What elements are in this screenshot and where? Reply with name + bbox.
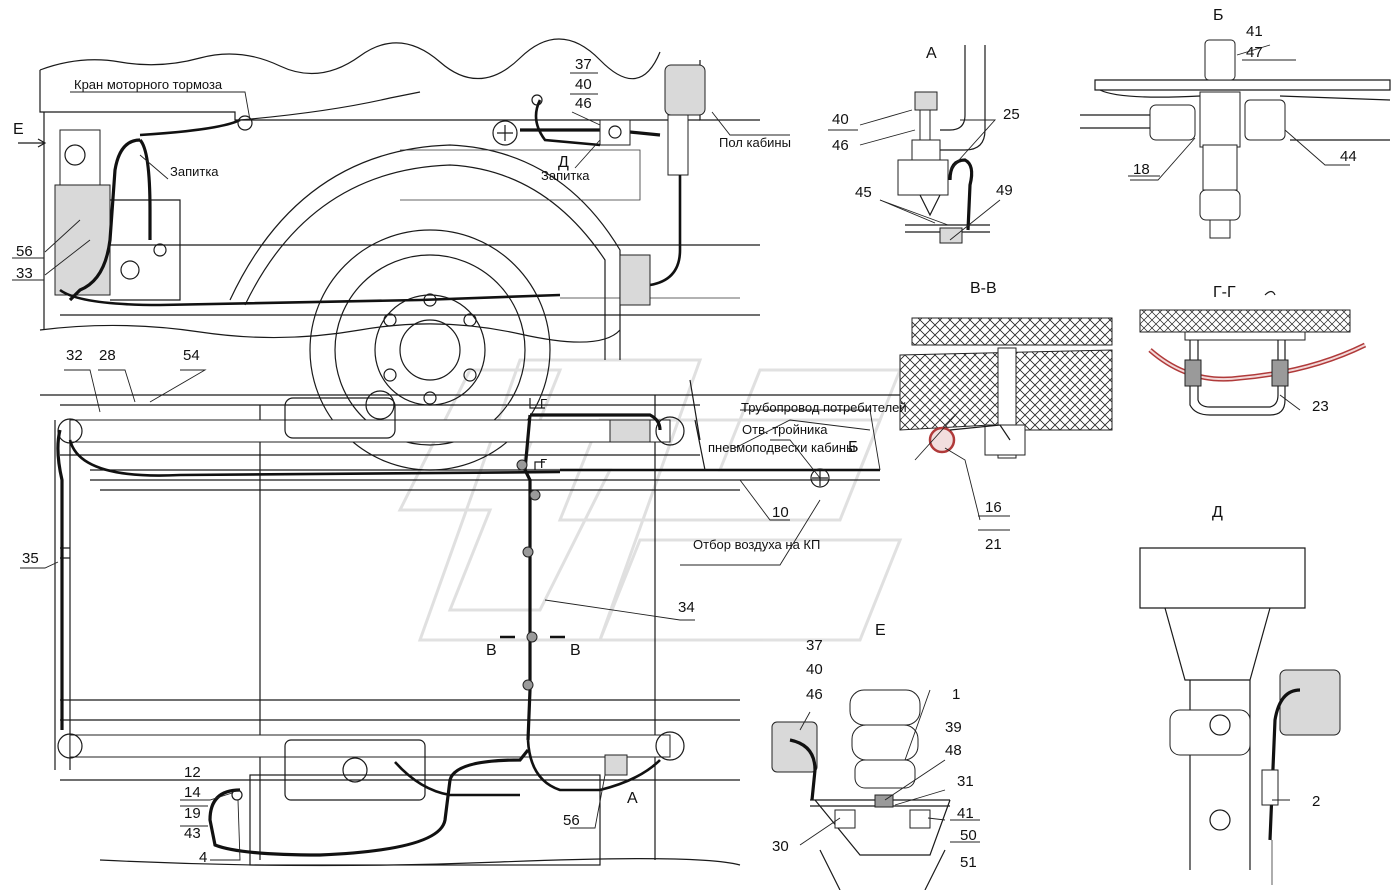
hose-clamps	[516, 459, 541, 691]
view-e-arrow	[18, 138, 47, 148]
callout-numbers: 56 33 37 40 46 32 28 54 35 10 34 12 14 1…	[16, 23, 1357, 871]
view-label-d: Д	[1212, 504, 1223, 521]
wheel-bolts	[383, 293, 477, 405]
view-label-e-arrow: Е	[13, 121, 24, 138]
marker-g-bottom: Г	[540, 456, 547, 471]
note-cab-floor: Пол кабины	[719, 135, 791, 150]
callout-gg-23: 23	[1312, 398, 1329, 415]
callout-12: 12	[184, 764, 201, 781]
callout-56-top: 56	[16, 243, 33, 260]
callout-32: 32	[66, 347, 83, 364]
callout-a-49: 49	[996, 182, 1013, 199]
view-a	[897, 45, 990, 244]
note-feed-1: Запитка	[170, 164, 219, 179]
callout-e-37: 37	[806, 637, 823, 654]
callout-37-top: 37	[575, 56, 592, 73]
callout-54: 54	[183, 347, 200, 364]
callout-a-45: 45	[855, 184, 872, 201]
callout-33: 33	[16, 265, 33, 282]
callout-b-18: 18	[1133, 161, 1150, 178]
note-engine-brake-valve: Кран моторного тормоза	[74, 77, 223, 92]
callout-b-47: 47	[1246, 44, 1263, 61]
note-tee-outlet-2: пневмоподвески кабины	[708, 440, 855, 455]
view-d	[1139, 547, 1341, 885]
view-e	[771, 689, 951, 890]
callout-e-46: 46	[806, 686, 823, 703]
marker-g-top: Г	[540, 396, 547, 411]
callout-e-41: 41	[957, 805, 974, 822]
section-vv	[899, 317, 1113, 459]
callout-e-31: 31	[957, 773, 974, 790]
callout-35: 35	[22, 550, 39, 567]
marker-a: А	[627, 790, 638, 807]
callout-a-40: 40	[832, 111, 849, 128]
section-gg	[1139, 290, 1367, 416]
callout-e-39: 39	[945, 719, 962, 736]
marker-v-left: В	[486, 642, 497, 659]
note-gearbox-air: Отбор воздуха на КП	[693, 537, 820, 552]
callout-28: 28	[99, 347, 116, 364]
note-feed-2: Запитка	[541, 168, 590, 183]
callout-14: 14	[184, 784, 201, 801]
callout-e-48: 48	[945, 742, 962, 759]
view-labels: Е А Б В-В Г-Г Д Е Д Г Г Б В В А	[13, 7, 1236, 807]
leader-lines	[20, 44, 1350, 861]
callout-40-top: 40	[575, 76, 592, 93]
callout-a-25: 25	[1003, 106, 1020, 123]
plan-view	[40, 379, 900, 867]
callout-underlines	[12, 59, 1296, 843]
marker-d: Д	[558, 154, 569, 171]
callout-e-1: 1	[952, 686, 960, 703]
callout-e-50: 50	[960, 827, 977, 844]
view-b	[1080, 39, 1391, 239]
view-label-e: Е	[875, 622, 886, 639]
view-label-a: А	[926, 45, 937, 62]
callout-d-2: 2	[1312, 793, 1320, 810]
callout-vv-21: 21	[985, 536, 1002, 553]
callout-e-30: 30	[772, 838, 789, 855]
marker-v-right: В	[570, 642, 581, 659]
side-view	[39, 38, 760, 471]
callout-4: 4	[199, 849, 207, 866]
callout-46-top: 46	[575, 95, 592, 112]
note-tee-outlet-1: Отв. тройника	[742, 422, 828, 437]
view-label-gg: Г-Г	[1213, 284, 1236, 301]
view-label-b: Б	[1213, 7, 1224, 24]
callout-vv-16: 16	[985, 499, 1002, 516]
callout-34: 34	[678, 599, 695, 616]
marker-b: Б	[848, 439, 859, 456]
callout-43: 43	[184, 825, 201, 842]
callout-b-41: 41	[1246, 23, 1263, 40]
callout-56-bottom: 56	[563, 812, 580, 829]
callout-b-44: 44	[1340, 148, 1357, 165]
callout-a-46: 46	[832, 137, 849, 154]
note-consumer-pipeline: Трубопровод потребителей	[741, 400, 907, 415]
view-label-vv: В-В	[970, 280, 997, 297]
callout-19: 19	[184, 805, 201, 822]
note-labels: Кран моторного тормоза Запитка Запитка П…	[74, 77, 907, 552]
callout-e-51: 51	[960, 854, 977, 871]
callout-10: 10	[772, 504, 789, 521]
callout-e-40: 40	[806, 661, 823, 678]
